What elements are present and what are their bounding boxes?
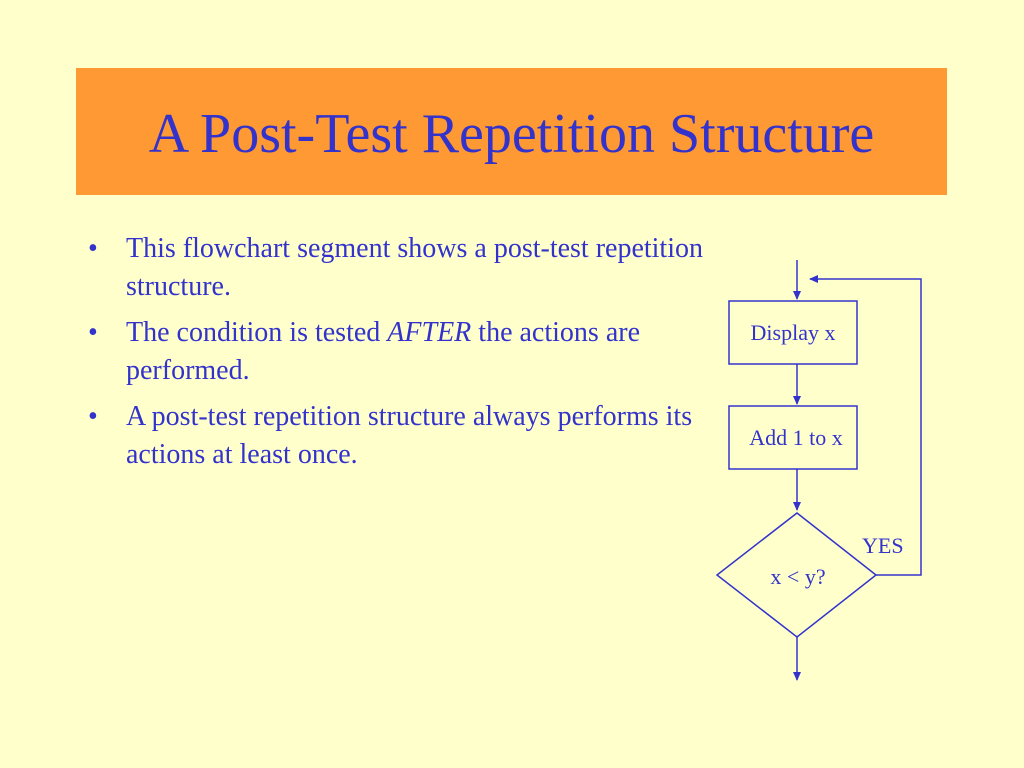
bullet-emphasis: AFTER (387, 317, 472, 348)
bullet-list: • This flowchart segment shows a post-te… (86, 230, 726, 482)
bullet-marker: • (88, 317, 98, 348)
process-label-display: Display x (751, 320, 836, 345)
slide-title: A Post-Test Repetition Structure (148, 102, 875, 165)
bullet-text-before: The condition is tested (126, 317, 388, 348)
process-box-add (728, 405, 858, 470)
bullet-text-after: the actions are performed. (126, 317, 640, 386)
bullet-text: A post-test repetition structure always … (126, 401, 693, 470)
bullet-marker: • (88, 401, 98, 432)
decision-label: x < y? (770, 564, 825, 589)
bullet-item-2: • The condition is tested AFTER the acti… (86, 314, 726, 390)
bullet-item-3: • A post-test repetition structure alway… (86, 398, 726, 474)
bullet-item-1: • This flowchart segment shows a post-te… (86, 230, 726, 306)
loop-back-line (809, 275, 922, 576)
bullet-marker: • (88, 233, 98, 264)
process-label-add: Add 1 to x (749, 425, 843, 450)
loop-label-yes: YES (862, 533, 904, 558)
bullet-text: This flowchart segment shows a post-test… (126, 233, 703, 302)
process-box-display (728, 300, 858, 365)
title-bar: A Post-Test Repetition Structure (76, 68, 947, 195)
